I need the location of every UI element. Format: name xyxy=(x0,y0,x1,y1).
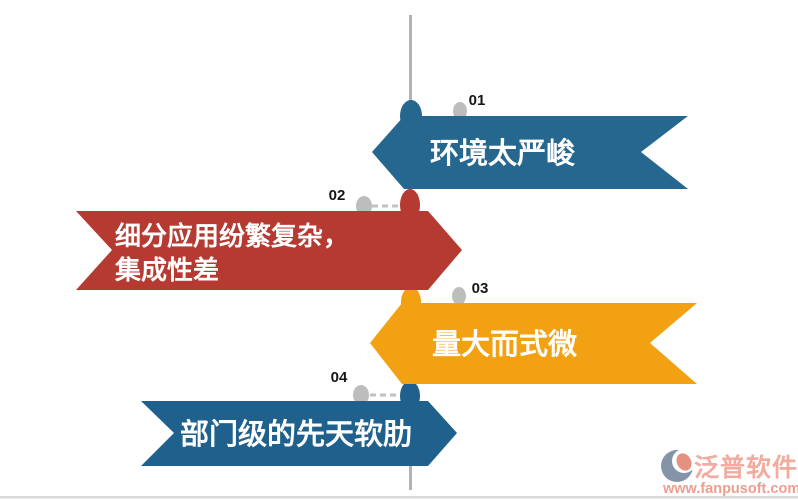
item-04: 部门级的先天软肋 xyxy=(141,401,457,466)
marker-dot-03 xyxy=(452,287,466,305)
item-number-03: 03 xyxy=(472,280,489,297)
item-number-04: 04 xyxy=(331,369,348,386)
fanpu-logo-text: 泛普软件 xyxy=(694,453,798,482)
banner-01-shape xyxy=(372,116,688,189)
item-number-02: 02 xyxy=(329,187,346,204)
fanpu-logo: 泛普软件 www.fanpusoft.com xyxy=(661,449,798,497)
item-01: 环境太严峻 xyxy=(372,116,688,189)
item-02: 细分应用纷繁复杂， 集成性差 xyxy=(76,211,462,290)
banner-03-shape xyxy=(370,303,697,384)
banner-02-label-line1: 细分应用纷繁复杂， xyxy=(115,221,349,251)
marker-dot-04 xyxy=(353,385,369,405)
item-number-01: 01 xyxy=(469,92,486,109)
bottom-border xyxy=(0,496,798,499)
banner-02-shape xyxy=(76,211,462,290)
fanpu-website-url: www.fanpusoft.com xyxy=(662,481,798,497)
marker-dot-01 xyxy=(453,102,467,120)
banner-04-label: 部门级的先天软肋 xyxy=(180,417,412,451)
banner-04-shape xyxy=(141,401,457,466)
banner-03-label: 量大而式微 xyxy=(432,328,577,361)
banner-02-label-line2: 集成性差 xyxy=(114,255,219,285)
logo-accent-shape xyxy=(676,453,692,471)
banner-01-label: 环境太严峻 xyxy=(430,136,575,170)
item-03: 量大而式微 xyxy=(370,303,697,384)
fanpu-logo-icon xyxy=(661,449,696,482)
